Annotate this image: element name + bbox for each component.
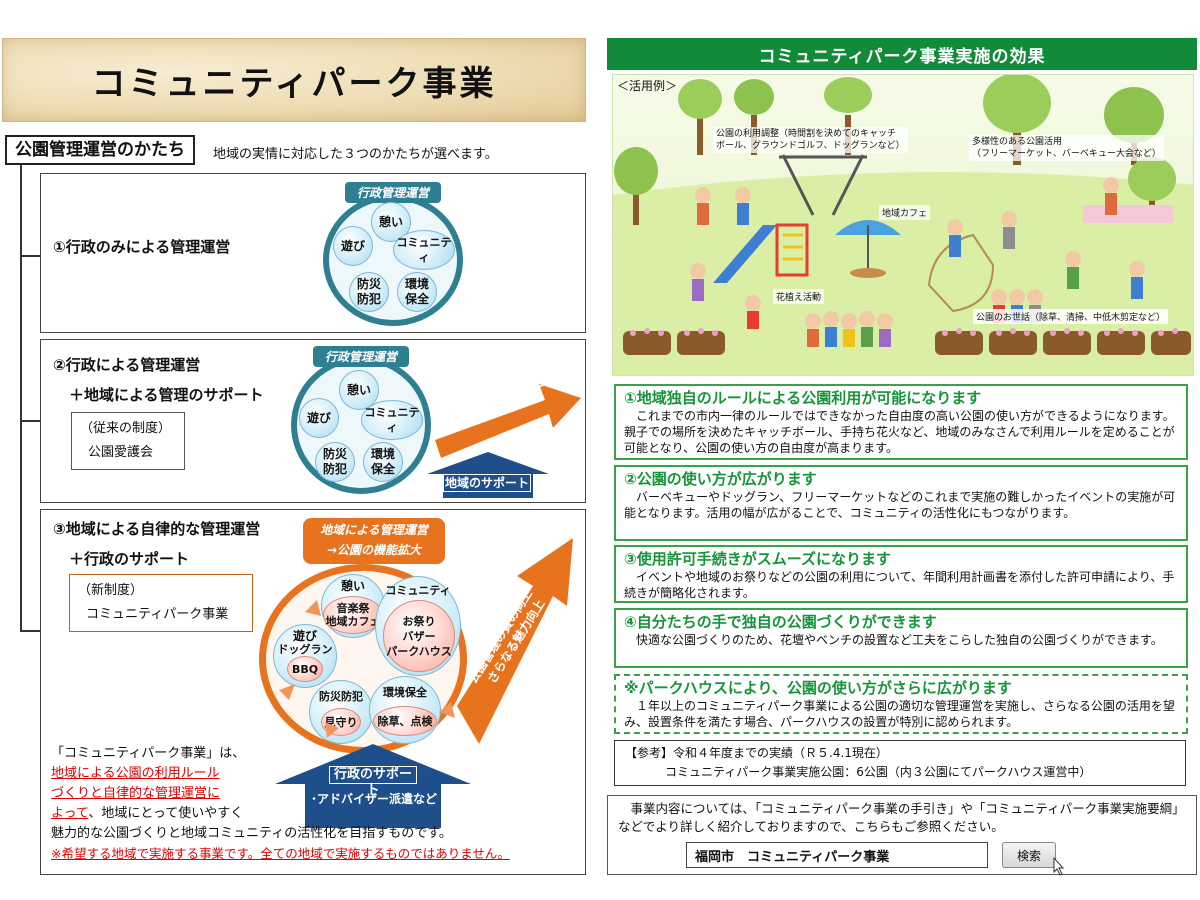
summary-red-3: よって: [51, 806, 89, 821]
option2-ring-label: 行政管理運営: [313, 346, 409, 367]
management-tag: 公園管理運営のかたち: [5, 135, 195, 165]
option3-tag-line-1: 地域による管理運営: [320, 523, 428, 537]
swing-icon: [779, 154, 867, 216]
option2-quality-arrow: [435, 384, 581, 458]
info-box: 事業内容については、「コミュニティパーク事業の手引き」や「コミュニティパーク事業…: [607, 795, 1197, 875]
summary-red-1: 地域による公園の利用ルール: [51, 766, 220, 781]
option2-bubble-kankyo: 環境 保全: [363, 442, 403, 482]
effects-header: コミュニティパーク事業実施の効果: [607, 38, 1197, 70]
effect-3: ③使用許可手続きがスムーズになります イベントや地域のお祭りなどの公園の利用につ…: [614, 545, 1188, 603]
tree-line-branch-1: [20, 255, 40, 257]
effect-3-body: イベントや地域のお祭りなどの公園の利用について、年間利用計画書を添付した許可申請…: [624, 570, 1175, 600]
summary-line-4: 魅力的な公園づくりと地域コミュニティの活性化を目指すものです。: [51, 826, 452, 841]
option1-bubble-bousai: 防災 防犯: [349, 272, 389, 312]
option2-system-box: （従来の制度） 公園愛護会: [71, 412, 185, 470]
illus-label-diverse: 多様性のある公園活用 （フリーマーケット、バーベキュー大会など）: [969, 135, 1164, 161]
effect-1-title: ①地域独自のルールによる公園利用が可能になります: [624, 389, 982, 407]
summary-line-1: 「コミュニティパーク事業」は、: [51, 746, 246, 761]
tree-line-branch-3: [20, 630, 40, 632]
summary-red-2: づくりと自律的な管理運営に: [51, 786, 221, 801]
effect-2: ②公園の使い方が広がります バーベキューやドッグラン、フリーマーケットなどのこれ…: [614, 465, 1188, 541]
reference-box: 【参考】令和４年度までの実績（Ｒ５.4.1現在） コミュニティパーク事業実施公園…: [614, 740, 1186, 786]
effect-parkhouse-body: １年以上のコミュニティパーク事業による公園の適切な管理運営を実施し、さらなる公園…: [624, 699, 1175, 729]
cursor-icon: [1053, 856, 1065, 876]
option2-system-name: 公園愛護会: [88, 445, 154, 460]
option3-tag-line-2: →公園の機能拡大: [326, 543, 422, 557]
option2-bubble-asobi: 遊び: [299, 398, 339, 438]
page-title: コミュニティパーク事業: [91, 63, 497, 104]
option1-ring-label: 行政管理運営: [345, 182, 441, 203]
effect-1-body: これまでの市内一律のルールではできなかった自由度の高い公園の使い方ができるように…: [624, 409, 1175, 455]
example-label: ＜活用例＞: [617, 79, 678, 93]
option3-summary: 「コミュニティパーク事業」は、 地域による公園の利用ルール づくりと自律的な管理…: [51, 744, 581, 864]
tree-icon: [614, 75, 1176, 225]
option1-panel: ①行政のみによる管理運営 行政管理運営 憩い 遊び コミュニティ 防災 防犯 環…: [40, 173, 586, 333]
option3-heading-2: ＋行政のサポート: [69, 550, 190, 568]
effect-2-title: ②公園の使い方が広がります: [624, 470, 817, 488]
option1-bubble-community: コミュニティ: [393, 230, 455, 270]
option3-bubble-ikoi-sub: 音楽祭 地域カフェ: [323, 596, 383, 634]
summary-note: ※希望する地域で実施する事業です。全ての地域で実施するものではありません。: [51, 846, 510, 861]
option3-bubble-kankyo-sub: 除草、点検: [373, 706, 437, 736]
tree-line-vertical: [20, 165, 22, 632]
effect-4-body: 快適な公園づくりのため、花壇やベンチの設置など工夫をこらした独自の公園づくりがで…: [636, 633, 1163, 647]
illus-label-flower: 花植え活動: [773, 289, 825, 304]
info-text: 事業内容については、「コミュニティパーク事業の手引き」や「コミュニティパーク事業…: [618, 801, 1185, 834]
reference-line-2: コミュニティパーク事業実施公園：6公園（内３公園にてパークハウス運営中）: [665, 765, 1092, 779]
illus-label-cafe: 地域カフェ: [879, 205, 931, 220]
option3-circular-arrows: [279, 600, 455, 738]
option3-support-sub: ･アドバイザー派遣など: [310, 792, 437, 806]
park-scene: [613, 75, 1193, 375]
tree-line-branch-2: [20, 420, 40, 422]
option1-heading: ①行政のみによる管理運営: [53, 238, 231, 256]
title-banner: コミュニティパーク事業: [2, 38, 586, 122]
option3-bubble-asobi-sub: BBQ: [287, 656, 323, 682]
option2-heading-1: ②行政による管理運営: [53, 356, 201, 374]
effect-2-body: バーベキューやドッグラン、フリーマーケットなどのこれまで実施の難しかったイベント…: [624, 490, 1176, 520]
option2-heading-2: ＋地域による管理のサポート: [69, 386, 264, 404]
option1-bubble-kankyo: 環境 保全: [397, 272, 437, 312]
effect-1: ①地域独自のルールによる公園利用が可能になります これまでの市内一律のルールでは…: [614, 384, 1188, 460]
option3-bubble-community-sub: お祭り バザー パークハウス: [383, 600, 455, 672]
option3-support-arrow: [275, 744, 471, 828]
reference-line-1: 【参考】令和４年度までの実績（Ｒ５.4.1現在）: [625, 746, 888, 760]
summary-line-3-rest: 、地域にとって使いやすく: [88, 806, 244, 821]
people-icon: [690, 177, 1145, 347]
search-button[interactable]: 検索: [1002, 842, 1056, 868]
option2-bubble-community: コミュニティ: [361, 400, 423, 440]
option3-quality-arrow: [457, 538, 573, 744]
park-illustration: ＜活用例＞ 公園の利用調整（時間割を決めてのキャッチ ボール、グラウンドゴルフ、…: [612, 74, 1194, 376]
effect-3-title: ③使用許可手続きがスムーズになります: [624, 550, 891, 568]
option3-ring-tag: 地域による管理運営 →公園の機能拡大: [303, 518, 445, 564]
option2-system-label: （従来の制度）: [80, 421, 172, 436]
effect-4-title: ④自分たちの手で独自の公園づくりができます: [624, 613, 937, 631]
option3-panel: ③地域による自律的な管理運営 ＋行政のサポート （新制度） コミュニティパーク事…: [40, 509, 586, 875]
option3-system-box: （新制度） コミュニティパーク事業: [69, 574, 253, 632]
effect-parkhouse: ※パークハウスにより、公園の使い方がさらに広がります １年以上のコミュニティパー…: [614, 674, 1188, 734]
illus-label-care: 公園のお世話（除草、清掃、中低木剪定など）: [973, 309, 1169, 324]
option2-support-label: 地域のサポート: [443, 474, 531, 492]
effect-parkhouse-title: ※パークハウスにより、公園の使い方がさらに広がります: [624, 679, 1012, 697]
option3-system-label: （新制度）: [78, 583, 144, 598]
dog-run-fence-icon: [927, 233, 995, 313]
slide-icon: [713, 223, 809, 283]
management-description: 地域の実情に対応した３つのかたちが選べます。: [213, 147, 498, 162]
effect-4: ④自分たちの手で独自の公園づくりができます 快適な公園づくりのため、花壇やベンチ…: [614, 608, 1188, 668]
option3-support-title: 行政のサポート: [329, 766, 417, 798]
option1-bubble-asobi: 遊び: [333, 226, 373, 266]
option1-bubble-ikoi: 憩い: [371, 202, 411, 242]
illus-label-usage: 公園の利用調整（時間割を決めてのキャッチ ボール、グラウンドゴルフ、ドッグランな…: [713, 127, 908, 153]
option2-bubble-bousai: 防災 防犯: [315, 442, 355, 482]
search-input[interactable]: 福岡市 コミュニティパーク事業: [686, 842, 988, 868]
option2-panel: ②行政による管理運営 ＋地域による管理のサポート （従来の制度） 公園愛護会 行…: [40, 339, 586, 503]
option3-system-name: コミュニティパーク事業: [86, 607, 229, 622]
market-mat-icon: [1083, 205, 1173, 223]
option3-heading-1: ③地域による自律的な管理運営: [53, 520, 261, 538]
flower-bed-icon: [623, 331, 1191, 355]
cafe-umbrella-icon: [835, 220, 901, 278]
